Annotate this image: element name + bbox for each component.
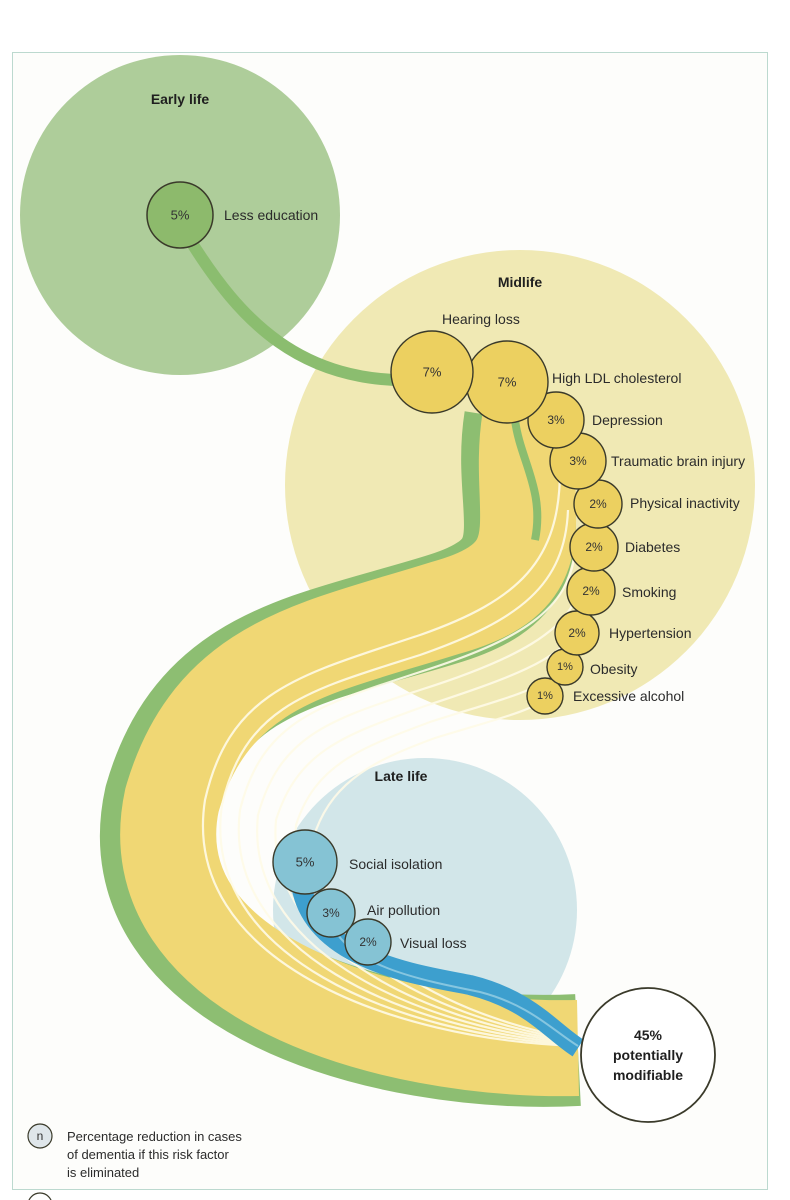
midlife-green-link [511, 419, 542, 541]
node-air-pollution [306, 888, 356, 938]
early-life-title: Early life [151, 91, 210, 107]
label-social-isolation: Social isolation [349, 856, 442, 872]
pct-depression: 3% [547, 413, 565, 427]
late-life-title: Late life [375, 768, 428, 784]
pct-smoking: 2% [582, 584, 600, 598]
pct-high-ldl-cholesterol: 7% [498, 375, 517, 390]
total-circle [580, 987, 716, 1123]
pct-obesity: 1% [557, 661, 573, 673]
node-social-isolation [272, 829, 338, 895]
total-line-2: potentially [613, 1047, 683, 1063]
label-obesity: Obesity [590, 661, 637, 677]
node-excessive-alcohol [526, 677, 564, 715]
label-high-ldl-cholesterol: High LDL cholesterol [552, 370, 681, 386]
label-excessive-alcohol: Excessive alcohol [573, 688, 684, 704]
node-depression [527, 391, 585, 449]
legend-line-1: Percentage reduction in cases [67, 1129, 242, 1144]
pct-less-education: 5% [171, 208, 190, 223]
midlife-nodes [390, 330, 623, 715]
label-diabetes: Diabetes [625, 539, 680, 555]
pct-visual-loss: 2% [359, 935, 377, 949]
label-physical-inactivity: Physical inactivity [630, 495, 740, 511]
label-less-education: Less education [224, 207, 318, 223]
node-hearing-loss [390, 330, 474, 414]
flow-streamlines [201, 469, 580, 1048]
label-hypertension: Hypertension [609, 625, 692, 641]
pct-hearing-loss: 7% [423, 365, 442, 380]
node-visual-loss [344, 918, 392, 966]
legend-symbol-text: n [37, 1129, 44, 1143]
legend-line-3: is eliminated [67, 1165, 139, 1180]
label-smoking: Smoking [622, 584, 676, 600]
label-depression: Depression [592, 412, 663, 428]
label-traumatic-brain-injury: Traumatic brain injury [611, 453, 745, 469]
node-less-education [146, 181, 214, 249]
legend-symbol-fragment [28, 1192, 52, 1200]
midlife-title: Midlife [498, 274, 543, 290]
label-air-pollution: Air pollution [367, 902, 440, 918]
pct-hypertension: 2% [568, 626, 586, 640]
flow-band [120, 412, 579, 1097]
label-visual-loss: Visual loss [400, 935, 467, 951]
total-percent: 45% [634, 1027, 663, 1043]
early-life-link [184, 234, 426, 387]
pct-traumatic-brain-injury: 3% [569, 454, 587, 468]
legend-line-2: of dementia if this risk factor [67, 1147, 230, 1162]
label-hearing-loss: Hearing loss [442, 311, 520, 327]
pct-physical-inactivity: 2% [589, 497, 607, 511]
total-line-3: modifiable [613, 1067, 683, 1083]
pct-social-isolation: 5% [296, 855, 315, 870]
pct-air-pollution: 3% [322, 906, 340, 920]
bottom-circle-fragment [615, 1192, 680, 1198]
legend-symbol [27, 1123, 53, 1149]
pct-diabetes: 2% [585, 540, 603, 554]
pct-excessive-alcohol: 1% [537, 690, 553, 702]
